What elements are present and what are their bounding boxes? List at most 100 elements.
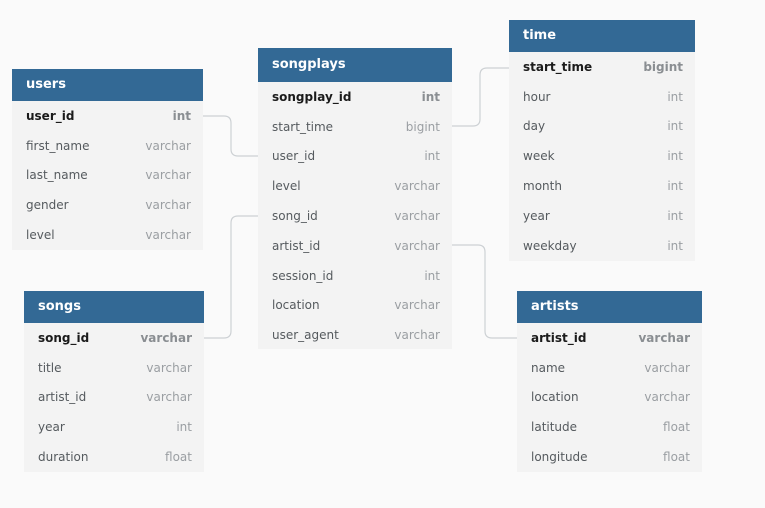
field-name: year bbox=[38, 420, 65, 435]
field-name: location bbox=[272, 298, 320, 313]
field-name: session_id bbox=[272, 268, 334, 283]
field-type: varchar bbox=[145, 198, 191, 213]
connector-users-songplays bbox=[203, 115, 259, 157]
field-type: varchar bbox=[644, 390, 690, 405]
field-type: varchar bbox=[394, 209, 440, 224]
field-name: gender bbox=[26, 198, 69, 213]
field-row[interactable]: first_name varchar bbox=[12, 131, 203, 161]
field-row[interactable]: weekday int bbox=[509, 231, 695, 261]
field-type: int bbox=[667, 149, 683, 164]
field-row[interactable]: last_name varchar bbox=[12, 161, 203, 191]
field-name: first_name bbox=[26, 138, 90, 153]
field-type: varchar bbox=[146, 360, 192, 375]
field-row[interactable]: longitude float bbox=[517, 442, 702, 472]
field-name: name bbox=[531, 360, 566, 375]
field-type: int bbox=[421, 89, 440, 104]
field-row[interactable]: year int bbox=[509, 201, 695, 231]
field-name: start_time bbox=[523, 59, 593, 74]
field-type: int bbox=[667, 238, 683, 253]
field-name: latitude bbox=[531, 420, 578, 435]
field-row[interactable]: year int bbox=[24, 412, 204, 442]
field-row[interactable]: artist_id varchar bbox=[517, 323, 702, 353]
connector-songs-songplays bbox=[204, 215, 259, 339]
field-row[interactable]: song_id varchar bbox=[24, 323, 204, 353]
field-type: varchar bbox=[146, 390, 192, 405]
field-type: float bbox=[663, 450, 690, 465]
field-type: varchar bbox=[394, 238, 440, 253]
field-name: artist_id bbox=[272, 238, 321, 253]
field-row[interactable]: location varchar bbox=[258, 291, 452, 321]
field-row[interactable]: day int bbox=[509, 112, 695, 142]
field-type: float bbox=[663, 420, 690, 435]
table-artists-title: artists bbox=[517, 291, 702, 323]
field-row[interactable]: start_time bigint bbox=[258, 112, 452, 142]
field-type: bigint bbox=[643, 59, 683, 74]
field-name: week bbox=[523, 149, 555, 164]
field-name: user_id bbox=[26, 108, 75, 123]
field-type: int bbox=[667, 119, 683, 134]
field-type: varchar bbox=[145, 228, 191, 243]
field-type: varchar bbox=[140, 330, 192, 345]
field-row[interactable]: song_id varchar bbox=[258, 201, 452, 231]
table-time-title: time bbox=[509, 20, 695, 52]
table-songs-title: songs bbox=[24, 291, 204, 323]
connector-songplays-time bbox=[452, 67, 509, 127]
field-name: longitude bbox=[531, 450, 588, 465]
field-name: song_id bbox=[38, 330, 90, 345]
field-name: user_agent bbox=[272, 328, 339, 343]
field-type: varchar bbox=[638, 330, 690, 345]
field-row[interactable]: user_id int bbox=[258, 142, 452, 172]
field-type: varchar bbox=[394, 298, 440, 313]
field-name: duration bbox=[38, 450, 89, 465]
field-type: bigint bbox=[405, 119, 440, 134]
field-type: varchar bbox=[145, 138, 191, 153]
field-name: day bbox=[523, 119, 546, 134]
field-row[interactable]: start_time bigint bbox=[509, 52, 695, 82]
field-name: year bbox=[523, 208, 550, 223]
field-row[interactable]: latitude float bbox=[517, 412, 702, 442]
field-type: int bbox=[424, 149, 440, 164]
field-row[interactable]: duration float bbox=[24, 442, 204, 472]
field-name: level bbox=[272, 179, 301, 194]
field-name: song_id bbox=[272, 209, 318, 224]
connector-songplays-artists bbox=[452, 244, 517, 339]
table-users-title: users bbox=[12, 69, 203, 101]
field-name: last_name bbox=[26, 168, 88, 183]
field-name: user_id bbox=[272, 149, 316, 164]
field-type: int bbox=[176, 420, 192, 435]
field-type: int bbox=[667, 179, 683, 194]
field-row[interactable]: artist_id varchar bbox=[258, 231, 452, 261]
field-name: start_time bbox=[272, 119, 334, 134]
field-name: hour bbox=[523, 89, 551, 104]
field-type: varchar bbox=[394, 328, 440, 343]
field-name: artist_id bbox=[531, 330, 587, 345]
field-row[interactable]: title varchar bbox=[24, 353, 204, 383]
field-row[interactable]: month int bbox=[509, 171, 695, 201]
table-songplays-title: songplays bbox=[258, 48, 452, 82]
field-type: float bbox=[165, 450, 192, 465]
field-row[interactable]: week int bbox=[509, 141, 695, 171]
field-type: varchar bbox=[145, 168, 191, 183]
field-name: title bbox=[38, 360, 62, 375]
field-type: int bbox=[424, 268, 440, 283]
field-row[interactable]: session_id int bbox=[258, 261, 452, 291]
field-row[interactable]: user_agent varchar bbox=[258, 320, 452, 350]
field-name: month bbox=[523, 179, 562, 194]
field-row[interactable]: gender varchar bbox=[12, 190, 203, 220]
field-type: int bbox=[667, 208, 683, 223]
field-name: weekday bbox=[523, 238, 577, 253]
